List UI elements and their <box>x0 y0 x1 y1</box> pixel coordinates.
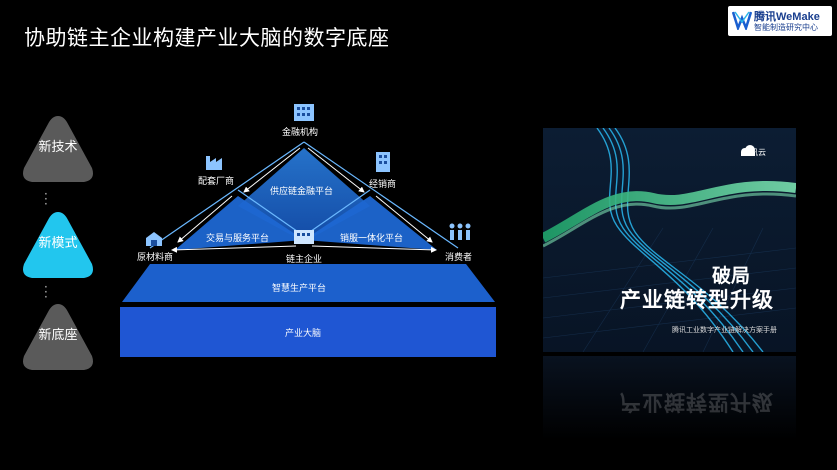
layer-smart-production: 智慧生产平台 <box>272 284 327 294</box>
triangle-shape-icon <box>23 212 93 278</box>
side-item-foundation[interactable]: 新底座 <box>20 300 96 376</box>
node-finance: 金融机构 <box>282 128 319 138</box>
industry-brain-layer <box>120 307 496 357</box>
triangle-shape-icon <box>23 304 93 370</box>
separator-dots: ··· <box>44 280 48 304</box>
platform-trade-service: 交易与服务平台 <box>206 234 270 244</box>
cloud-icon <box>741 145 755 156</box>
node-consumer: 消费者 <box>445 253 473 263</box>
cover-brand: 腾讯云 <box>742 148 766 157</box>
node-chain-enterprise: 链主企业 <box>286 255 323 265</box>
wemake-logo: 腾讯WeMake 智能制造研究中心 <box>728 6 832 36</box>
logo-brand: 腾讯WeMake <box>754 11 820 23</box>
trade-service-triangle <box>175 196 304 250</box>
office-building-icon <box>376 152 390 172</box>
factory-icon <box>206 156 222 170</box>
cover-artwork <box>543 128 796 352</box>
cover-subtitle: 腾讯工业数字产业链解决方案手册 <box>672 326 777 334</box>
cover-title-2: 产业链转型升级 <box>620 288 774 312</box>
cover-title-1: 破局 <box>712 265 751 287</box>
cover-reflection-text: 产业链转型升级 <box>620 390 774 414</box>
page-title: 协助链主企业构建产业大脑的数字底座 <box>24 26 390 50</box>
platform-supply-finance: 供应链金融平台 <box>270 187 334 197</box>
layer-industry-brain: 产业大脑 <box>285 329 322 339</box>
side-item-model[interactable]: 新模式 <box>20 208 96 284</box>
warehouse-icon <box>146 232 162 246</box>
side-item-label: 新技术 <box>38 140 78 155</box>
side-item-label: 新模式 <box>38 236 78 251</box>
wemake-logo-icon <box>732 11 752 30</box>
side-item-tech[interactable]: 新技术 <box>20 112 96 188</box>
platform-sales-integration: 销服一体化平台 <box>340 234 404 244</box>
separator-dots: ··· <box>44 187 48 211</box>
node-distributor: 经销商 <box>369 180 397 190</box>
node-supplier: 配套厂商 <box>198 177 235 187</box>
cover-reflection: 产业链转型升级 <box>543 356 796 440</box>
smart-production-layer <box>122 264 495 302</box>
side-item-label: 新底座 <box>38 328 78 343</box>
bank-building-icon <box>294 104 314 121</box>
node-raw-material: 原材料商 <box>137 253 174 263</box>
enterprise-building-icon <box>294 230 314 244</box>
triangle-shape-icon <box>23 116 93 182</box>
book-cover <box>543 128 796 352</box>
sales-integration-triangle <box>304 196 437 250</box>
people-icon <box>449 223 471 240</box>
logo-subtitle: 智能制造研究中心 <box>754 23 818 32</box>
